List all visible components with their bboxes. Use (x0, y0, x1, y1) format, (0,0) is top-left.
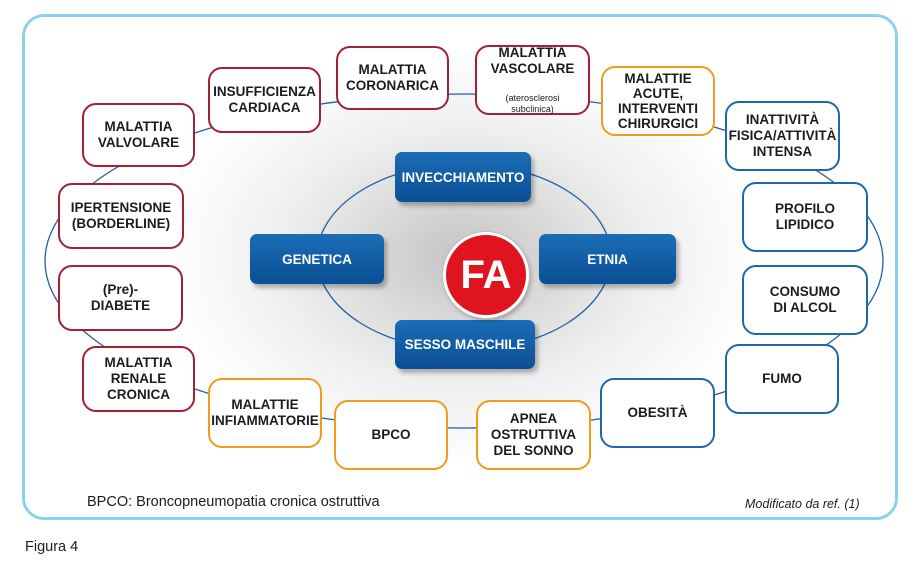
figure-caption: Figura 4 (25, 539, 79, 555)
figure-frame: INVECCHIAMENTO GENETICA ETNIA SESSO MASC… (22, 14, 898, 520)
core-invecchiamento: INVECCHIAMENTO (395, 152, 531, 202)
malattia-vascolare-title: MALATTIA VASCOLARE (490, 45, 575, 76)
core-genetica: GENETICA (250, 234, 384, 284)
footnote: BPCO: Broncopneumopatia cronica ostrutti… (87, 494, 380, 510)
fa-circle: FA (443, 232, 529, 318)
outer-ring (44, 93, 884, 429)
box-profilo-lipidico: PROFILO LIPIDICO (742, 182, 868, 252)
box-inattivita: INATTIVITÀ FISICA/ATTIVITÀ INTENSA (725, 101, 840, 171)
box-fumo: FUMO (725, 344, 839, 414)
box-consumo-alcol: CONSUMO DI ALCOL (742, 265, 868, 335)
box-malattia-renale: MALATTIA RENALE CRONICA (82, 346, 195, 412)
box-malattie-infiammatorie: MALATTIE INFIAMMATORIE (208, 378, 322, 448)
box-diabete: (Pre)- DIABETE (58, 265, 183, 331)
box-obesita: OBESITÀ (600, 378, 715, 448)
core-etnia: ETNIA (539, 234, 676, 284)
box-malattia-vascolare: MALATTIA VASCOLARE (aterosclerosi subcli… (475, 45, 590, 115)
malattia-vascolare-note: (aterosclerosi subclinica) (505, 93, 560, 114)
box-malattie-acute: MALATTIE ACUTE, INTERVENTI CHIRURGICI (601, 66, 715, 136)
box-insufficienza-cardiaca: INSUFFICIENZA CARDIACA (208, 67, 321, 133)
credit: Modificato da ref. (1) (745, 497, 860, 511)
box-apnea: APNEA OSTRUTTIVA DEL SONNO (476, 400, 591, 470)
box-ipertensione: IPERTENSIONE (BORDERLINE) (58, 183, 184, 249)
box-malattia-coronarica: MALATTIA CORONARICA (336, 46, 449, 110)
core-sesso-maschile: SESSO MASCHILE (395, 320, 535, 369)
box-malattia-valvolare: MALATTIA VALVOLARE (82, 103, 195, 167)
box-bpco: BPCO (334, 400, 448, 470)
